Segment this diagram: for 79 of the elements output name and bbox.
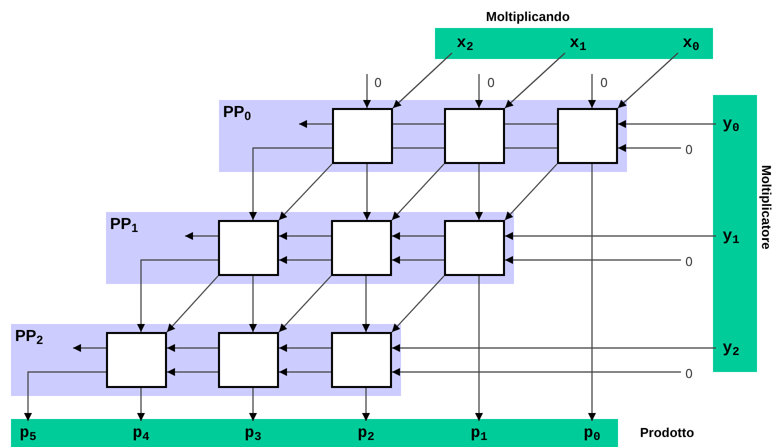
adder-cell — [557, 108, 618, 164]
adder-cell — [106, 332, 167, 388]
partial-product-band — [11, 324, 401, 396]
arrow — [505, 256, 681, 264]
arrow — [392, 232, 444, 240]
row-label: PP$_{0}$ — [223, 103, 252, 123]
arrow — [392, 52, 452, 108]
arrow — [392, 256, 444, 264]
arrow — [279, 256, 331, 264]
arrow — [475, 164, 483, 220]
zero-input-label: 0 — [681, 140, 697, 158]
arrow — [363, 74, 371, 108]
arrow — [279, 232, 331, 240]
arrow — [618, 120, 716, 128]
connector-line — [505, 123, 557, 125]
row-label: PP$_{2}$ — [15, 327, 44, 347]
connector-line — [393, 147, 444, 149]
arrow — [278, 164, 332, 220]
signal-label: p$_{2}$ — [354, 421, 378, 445]
arrow — [166, 276, 218, 332]
arrow — [299, 120, 332, 128]
arrow — [505, 232, 716, 240]
arrow — [504, 164, 558, 220]
arrow — [137, 259, 218, 332]
signal-label: p$_{1}$ — [467, 421, 491, 445]
signal-label: p$_{4}$ — [129, 421, 153, 445]
arrow — [167, 344, 218, 352]
zero-input-label: 0 — [484, 74, 498, 90]
arrow — [278, 276, 332, 332]
zero-input-label: 0 — [597, 74, 611, 90]
arrow — [185, 232, 218, 240]
arrow — [475, 276, 483, 421]
adder-cell — [332, 108, 393, 164]
adder-cell — [331, 220, 392, 276]
arrow — [279, 368, 331, 376]
adder-cell — [444, 108, 505, 164]
signal-label: p$_{0}$ — [580, 421, 604, 445]
connector-line — [393, 123, 444, 125]
arrow — [363, 164, 371, 220]
arrow — [392, 164, 444, 220]
bar-heading: Prodotto — [640, 426, 694, 439]
signal-label: y$_{1}$ — [716, 226, 746, 246]
signal-label: x$_{1}$ — [565, 33, 591, 53]
arrow — [392, 344, 716, 352]
arrow — [279, 344, 331, 352]
arrow — [137, 388, 145, 421]
arrow — [475, 74, 483, 108]
arrow — [588, 74, 596, 108]
arrow — [362, 276, 370, 332]
adder-cell — [331, 332, 392, 388]
signal-label: p$_{5}$ — [16, 421, 40, 445]
bar-heading: Moltiplicando — [486, 10, 570, 23]
signal-label: y$_{0}$ — [716, 114, 746, 134]
adder-cell — [218, 332, 279, 388]
bar-heading: Moltiplicatore — [760, 165, 773, 250]
zero-input-label: 0 — [681, 252, 697, 270]
adder-cell — [218, 220, 279, 276]
connector-line — [505, 147, 557, 149]
signal-label: p$_{3}$ — [241, 421, 265, 445]
arrow — [249, 147, 332, 220]
arrow — [588, 164, 596, 421]
partial-product-band — [219, 100, 627, 172]
row-label: PP$_{1}$ — [110, 215, 138, 235]
arrow — [392, 276, 444, 332]
arrow — [249, 276, 257, 332]
arrow — [73, 344, 106, 352]
arrow — [392, 368, 681, 376]
zero-input-label: 0 — [371, 74, 385, 90]
zero-input-label: 0 — [681, 364, 697, 382]
adder-cell — [444, 220, 505, 276]
arrow — [618, 144, 681, 152]
arrow — [249, 388, 257, 421]
signal-label: y$_{2}$ — [716, 338, 746, 358]
signal-label: x$_{2}$ — [452, 33, 478, 53]
signal-label: x$_{0}$ — [678, 33, 704, 53]
arrow — [362, 388, 370, 421]
arrow — [24, 371, 106, 421]
arrow — [167, 368, 218, 376]
partial-product-band — [106, 212, 514, 284]
